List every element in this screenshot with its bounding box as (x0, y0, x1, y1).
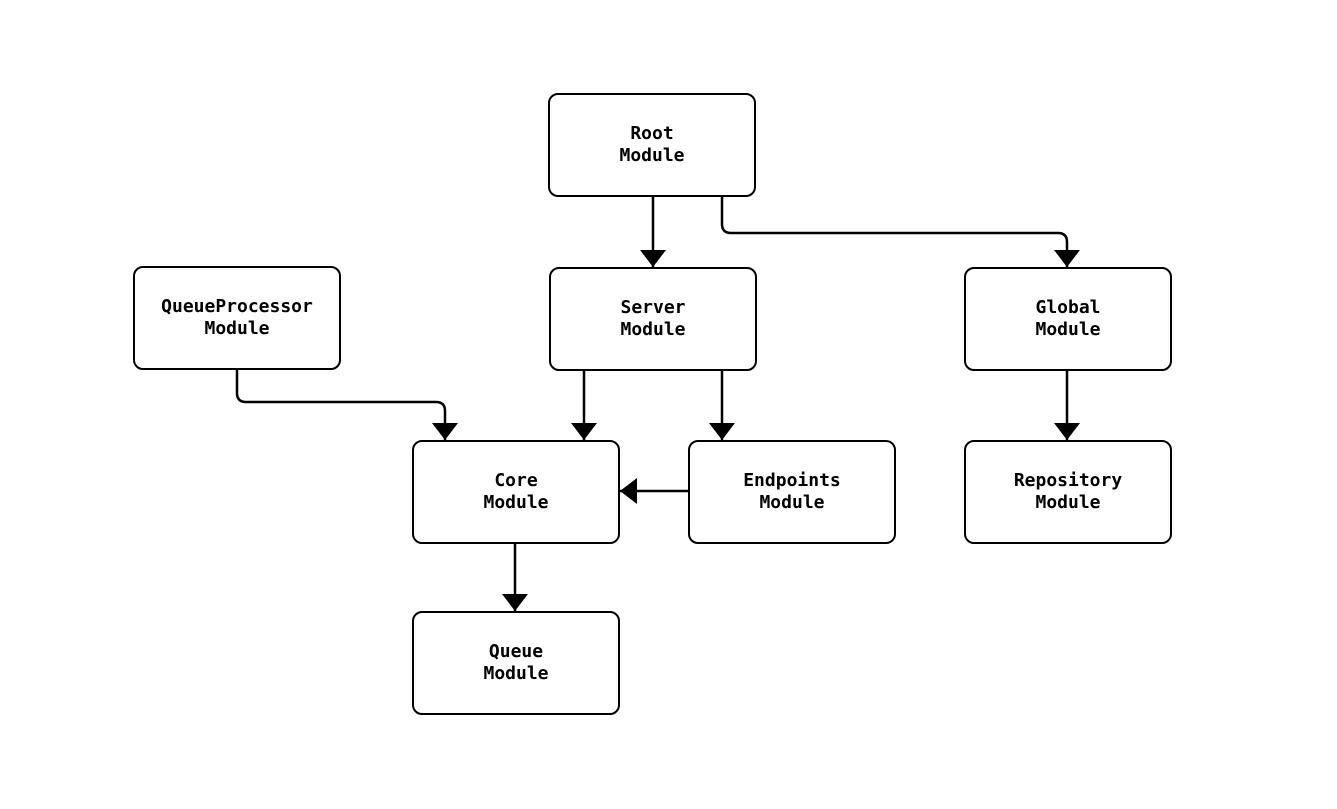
node-root-module: Root Module (548, 93, 756, 197)
node-endpoints-module-label: Endpoints Module (743, 470, 841, 513)
node-core-module-label: Core Module (483, 470, 549, 513)
node-server-module: Server Module (549, 267, 757, 371)
node-queue-processor-module: QueueProcessor Module (133, 266, 341, 370)
node-global-module-label: Global Module (1035, 297, 1101, 340)
node-root-module-label: Root Module (619, 123, 685, 166)
node-repository-module-label: Repository Module (1013, 470, 1123, 513)
node-repository-module: Repository Module (964, 440, 1172, 544)
node-queue-module: Queue Module (412, 611, 620, 715)
node-server-module-label: Server Module (620, 297, 686, 340)
node-endpoints-module: Endpoints Module (688, 440, 896, 544)
node-core-module: Core Module (412, 440, 620, 544)
edge-queue-processor-to-core (235, 370, 458, 440)
node-queue-module-label: Queue Module (483, 641, 549, 684)
node-queue-processor-module-label: QueueProcessor Module (161, 296, 313, 339)
node-global-module: Global Module (964, 267, 1172, 371)
edge-root-to-global (720, 197, 1080, 267)
